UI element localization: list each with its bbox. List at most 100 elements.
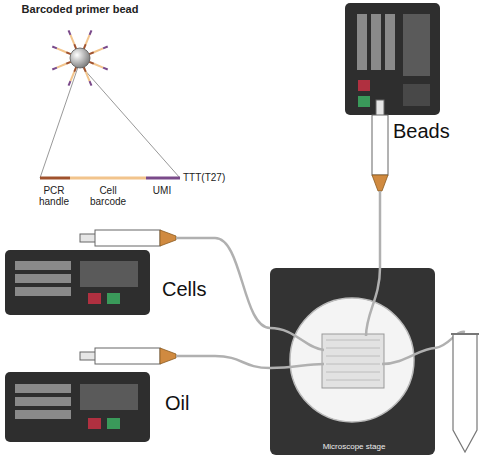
syringe-pump [5, 372, 150, 442]
syringe [372, 175, 388, 191]
syringe-pump: Oil [5, 340, 215, 448]
oligo-spoke [90, 81, 92, 86]
oligo-spoke [90, 30, 92, 35]
cell-barcode-segment [70, 177, 146, 180]
syringe-pump [15, 287, 71, 296]
oligo-spoke [74, 67, 76, 72]
microscope-stage: Microscope stage [270, 268, 438, 455]
barcoded-bead [70, 48, 90, 68]
barcoded-bead [82, 67, 180, 178]
oligo-spoke [103, 47, 108, 49]
collection-tube [451, 333, 479, 335]
pump-label: Oil [165, 392, 189, 415]
syringe-pump [403, 14, 430, 76]
syringe-pump [358, 80, 370, 91]
syringe [372, 100, 388, 200]
syringe [160, 230, 176, 246]
oligo-spoke [103, 68, 108, 70]
barcoded-bead [40, 67, 78, 178]
stage-part [326, 340, 380, 341]
tubing [379, 200, 382, 268]
stage-part [366, 268, 380, 336]
oligo-spoke [84, 44, 86, 49]
oligo-spoke [70, 35, 74, 44]
stage-part [326, 372, 380, 373]
oligo-spoke [57, 48, 66, 52]
oligo-spokes [52, 30, 107, 85]
oligo-spoke [57, 64, 66, 68]
syringe-pump [371, 14, 381, 70]
oligo-spoke [66, 62, 71, 64]
syringe-pump [107, 293, 120, 304]
segment-label: PCR handle [34, 185, 74, 207]
figure-label: Barcoded primer bead [10, 3, 150, 15]
stage-part [382, 348, 435, 364]
stage-part [270, 328, 324, 350]
stage-part [270, 364, 324, 368]
syringe [80, 230, 215, 246]
syringe [160, 348, 176, 364]
oligo-spoke [70, 72, 74, 81]
syringe-pump [107, 418, 120, 429]
oligo-spoke [94, 64, 103, 68]
tubing [215, 238, 270, 328]
oligo-spoke [86, 72, 90, 81]
syringe [376, 100, 384, 116]
syringe-pump [15, 410, 71, 419]
syringe-pump [345, 3, 440, 115]
stage-shape [270, 268, 435, 455]
syringe-pump [88, 293, 101, 304]
syringe-pump: Cells [5, 220, 215, 318]
syringe-pump [15, 274, 71, 283]
umi-segment [146, 177, 180, 180]
syringe-pump [5, 250, 150, 315]
syringe [80, 352, 96, 360]
barcoded-bead [40, 30, 180, 178]
syringe [80, 348, 215, 364]
syringe [95, 230, 160, 246]
syringe [80, 234, 96, 242]
oligo-spoke [86, 35, 90, 44]
oligo-spoke [94, 48, 103, 52]
syringe-pump [5, 250, 150, 315]
oligo-spoke [84, 67, 86, 72]
oligo-spoke [52, 68, 57, 70]
stage-part [326, 348, 380, 349]
syringe-pump [15, 384, 71, 393]
oligo-spoke [74, 44, 76, 49]
syringe-pump [15, 261, 71, 270]
syringe-pump: Beads [340, 2, 460, 200]
stage-part [290, 298, 414, 422]
syringe-pump [88, 418, 101, 429]
stage-part [326, 380, 380, 381]
pump-label: Beads [393, 120, 450, 143]
syringe-pump [345, 3, 440, 115]
syringe-pump [5, 372, 150, 442]
syringe [379, 191, 382, 200]
syringe-pump [403, 84, 430, 106]
stage-label: Microscope stage [270, 442, 438, 451]
oligo-spoke [69, 81, 71, 86]
pump-label: Cells [162, 278, 206, 301]
syringe [372, 115, 388, 175]
syringe [176, 237, 215, 240]
syringe [95, 348, 160, 364]
syringe-pump [385, 14, 395, 70]
oligo-spoke [66, 52, 71, 54]
syringe-pump [358, 96, 370, 107]
stage-part [326, 356, 380, 357]
tubing [215, 356, 270, 368]
stage-part [326, 364, 380, 365]
oligo-spoke [89, 62, 94, 64]
collection-tube [453, 334, 477, 452]
syringe [176, 355, 215, 358]
segment-label: Cell barcode [82, 185, 134, 207]
oligo-spoke [52, 47, 57, 49]
sequence-label: TTT(T27) [183, 172, 243, 183]
pcr-handle-segment [40, 177, 70, 180]
syringe-pump [80, 261, 138, 287]
oligo-spoke [89, 52, 94, 54]
syringe-pump [357, 14, 367, 70]
oligo-spoke [69, 30, 71, 35]
